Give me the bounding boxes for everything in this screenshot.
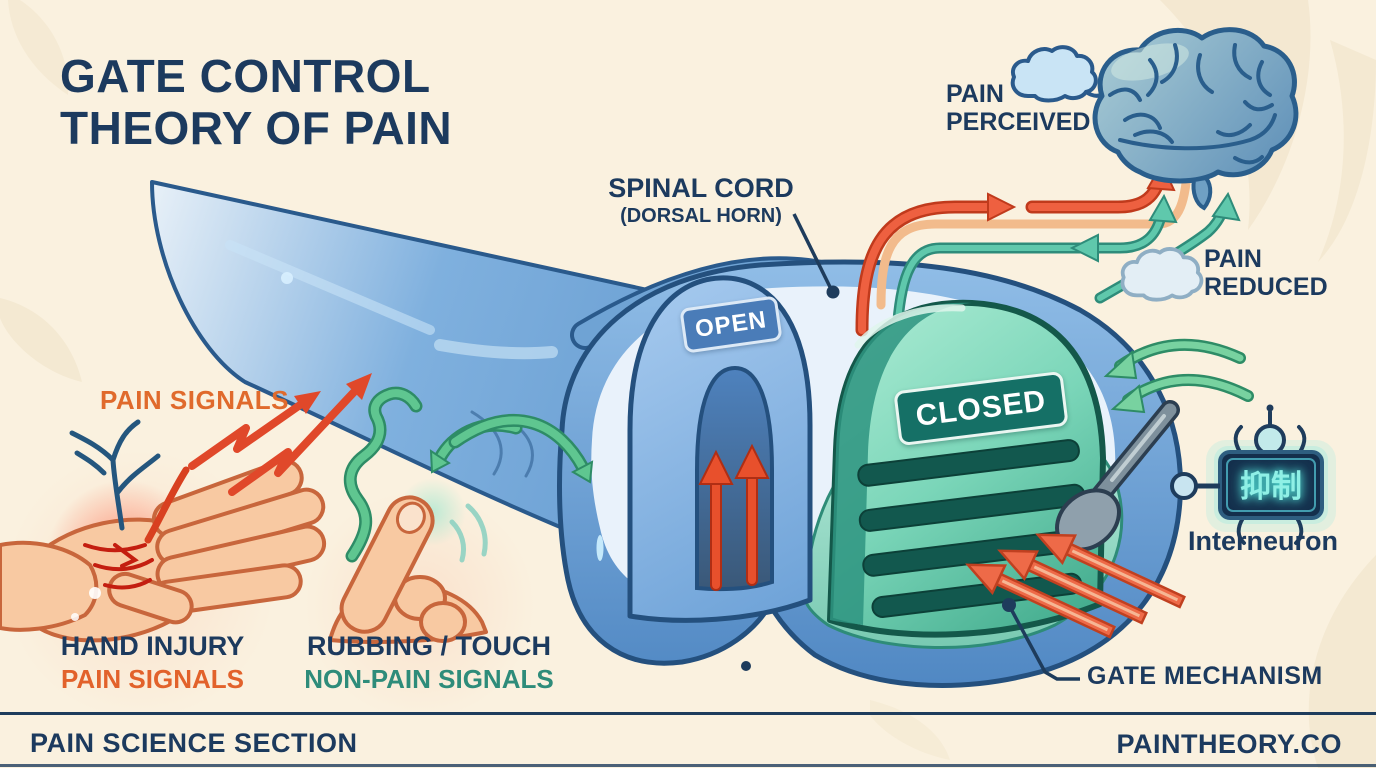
interneuron-label: Interneuron (1187, 526, 1338, 556)
spinal-cord-line2: (DORSAL HORN) (620, 204, 782, 227)
interneuron-node (1170, 472, 1198, 500)
bottom-edge-line (0, 764, 1376, 767)
pathway-arrows (855, 155, 1241, 339)
page-title: GATE CONTROL THEORY OF PAIN (60, 50, 452, 155)
injury-marks (83, 543, 154, 590)
nerve-branches (69, 419, 161, 531)
open-gate-pain-arrows (698, 443, 770, 591)
pain-perceived-label: PAIN PERCEIVED (946, 80, 1091, 136)
pain-zigzag-arrows (188, 373, 372, 496)
blocked-pain-arrows (965, 533, 1186, 639)
open-gate (627, 275, 813, 623)
footer-brand-label: PAINTHEORY.CO (1116, 729, 1342, 759)
pain-reduced-cloud-icon (1120, 247, 1204, 302)
pain-perceived-cloud-icon (1010, 45, 1105, 103)
footer-section-label: PAIN SCIENCE SECTION (30, 728, 358, 758)
inhibitory-arrows (1103, 338, 1254, 414)
hand-injury-caption: HAND INJURY PAIN SIGNALS (60, 631, 245, 694)
peach-pathway (876, 155, 1193, 310)
footer-divider (0, 712, 1376, 715)
title-line1: GATE CONTROL (60, 50, 431, 102)
rubbing-touch-caption: RUBBING / TOUCH NON-PAIN SIGNALS (304, 631, 554, 694)
brain-icon (1092, 27, 1299, 211)
injured-hand (0, 419, 327, 643)
title-line2: THEORY OF PAIN (60, 102, 453, 155)
gate-slats (857, 439, 1089, 618)
interneuron-icon (1170, 404, 1336, 545)
nonpain-signal-arrows (343, 386, 594, 563)
interneuron-dendrites (1233, 410, 1307, 545)
spinal-cord-line1: SPINAL CORD (608, 173, 794, 203)
leader-lines (792, 213, 1080, 681)
spinal-cord-label: SPINAL CORD (DORSAL HORN) (575, 173, 827, 227)
brain-gyri (1108, 43, 1277, 165)
gate-mechanism-label: GATE MECHANISM (1087, 662, 1323, 690)
rub-motion-arcs (449, 503, 488, 563)
pain-signals-label: PAIN SIGNALS (100, 385, 289, 415)
pain-reduced-label: PAIN REDUCED (1204, 245, 1328, 301)
rubbing-finger (328, 478, 488, 644)
gate-lever-icon (1055, 400, 1180, 552)
interneuron-symbol: 抑制 (1240, 469, 1302, 504)
